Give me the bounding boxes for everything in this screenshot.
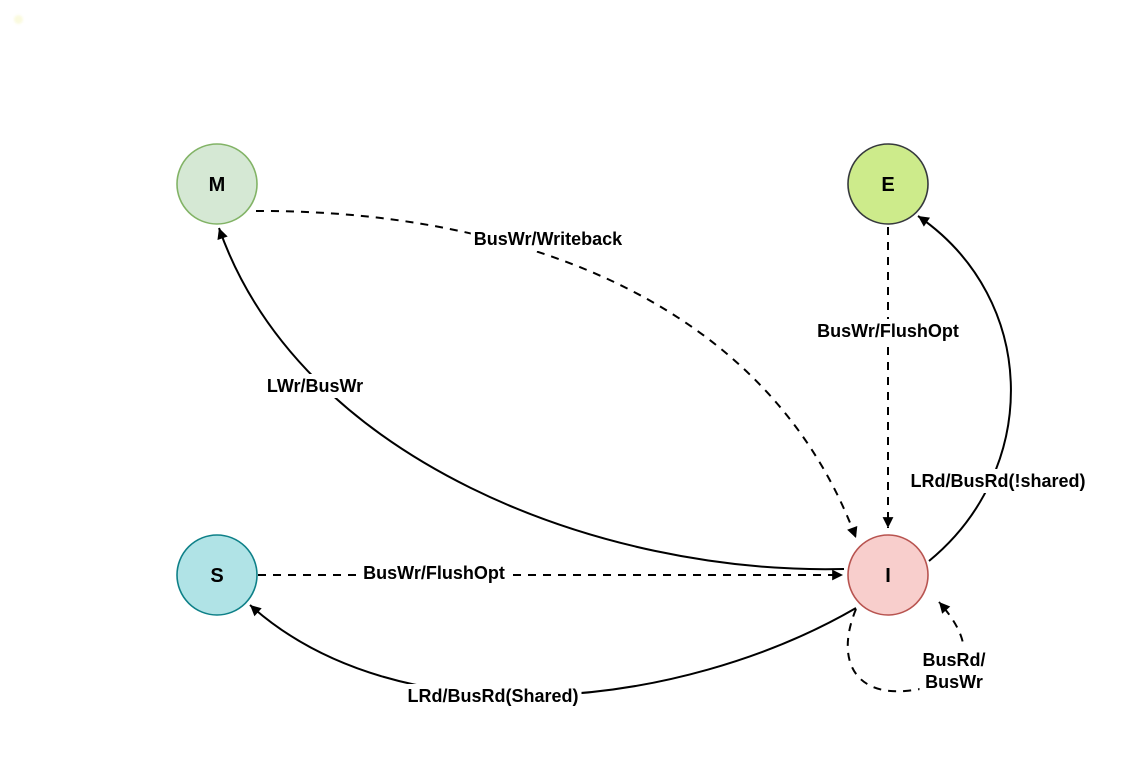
state-node-shared bbox=[176, 534, 258, 616]
edge-label-busrd-buswr-line1: BusRd/ bbox=[922, 650, 986, 670]
edge-label-lwr-buswr: LWr/BusWr bbox=[263, 374, 367, 398]
edge-label-buswr-writeback: BusWr/Writeback bbox=[470, 227, 626, 251]
edge-label-buswr-flushopt-e: BusWr/FlushOpt bbox=[814, 319, 962, 343]
edge-label-buswr-flushopt-s: BusWr/FlushOpt bbox=[360, 561, 508, 585]
state-node-modified bbox=[176, 143, 258, 225]
edge-label-lrd-busrd-shared: LRd/BusRd(Shared) bbox=[404, 684, 582, 708]
state-node-exclusive bbox=[847, 143, 929, 225]
node-label-e: E bbox=[881, 174, 895, 196]
edge-i-to-s-lrd-busrd-shared bbox=[249, 604, 857, 697]
render-artifact-dot bbox=[14, 15, 23, 24]
node-label-s: S bbox=[210, 565, 224, 587]
edge-label-busrd-buswr-line2: BusWr bbox=[925, 672, 983, 692]
edge-label-lrd-busrd-notshared: LRd/BusRd(!shared) bbox=[907, 469, 1089, 493]
node-label-m: M bbox=[208, 174, 226, 196]
edge-m-to-i-buswr-writeback bbox=[255, 209, 858, 539]
edge-i-self-busrd-buswr bbox=[846, 601, 965, 693]
node-label-i: I bbox=[885, 565, 891, 587]
edge-i-to-m-lwr-buswr bbox=[217, 227, 845, 571]
edge-i-to-e-lrd-busrd-notshared bbox=[917, 215, 1012, 562]
edge-label-busrd-buswr: BusRd/ BusWr bbox=[919, 648, 989, 694]
state-node-invalid bbox=[847, 534, 929, 616]
